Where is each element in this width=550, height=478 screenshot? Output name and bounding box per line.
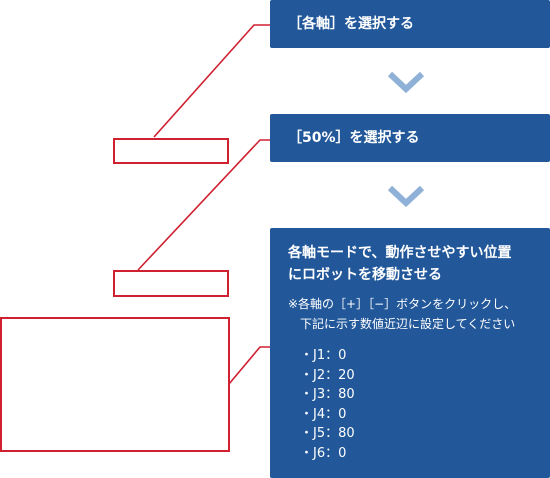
connector-line-3 <box>228 346 270 385</box>
joint-values-list: ・J1：0 ・J2：20 ・J3：80 ・J4：0 ・J5：80 ・J6：0 <box>300 346 550 463</box>
joint-value-j4: ・J4：0 <box>300 406 347 422</box>
joint-value-j5: ・J5：80 <box>300 426 355 441</box>
step-3-note-line-1: ※各軸の［+］［−］ボタンをクリックし、 <box>288 297 517 311</box>
step-2-label: ［50%］を選択する <box>288 130 420 146</box>
step-3-title-line-2: にロボットを移動させる <box>288 267 442 283</box>
callout-box-1 <box>113 138 229 164</box>
joint-value-j1: ・J1：0 <box>300 348 347 363</box>
step-3-note: ※各軸の［+］［−］ボタンをクリックし、 下記に示す数値近辺に設定してください <box>288 294 550 334</box>
step-3-note-line-2: 下記に示す数値近辺に設定してください <box>300 317 516 331</box>
joint-value-j6: ・J6：0 <box>300 445 347 461</box>
joint-value-j2: ・J2：20 <box>300 367 355 383</box>
connector-line-2 <box>137 139 270 271</box>
step-2-box: ［50%］を選択する <box>270 114 550 162</box>
step-3-title: 各軸モードで、動作させやすい位置 にロボットを移動させる <box>288 242 550 286</box>
callout-box-2 <box>113 270 229 297</box>
chevron-down-icon <box>387 185 425 208</box>
step-1-box: ［各軸］を選択する <box>270 0 550 48</box>
connector-line-1 <box>153 24 270 138</box>
step-1-label: ［各軸］を選択する <box>288 16 414 32</box>
chevron-down-icon <box>387 71 425 94</box>
joint-value-j3: ・J3：80 <box>300 387 355 402</box>
step-3-title-line-1: 各軸モードで、動作させやすい位置 <box>288 245 512 261</box>
step-3-box: 各軸モードで、動作させやすい位置 にロボットを移動させる ※各軸の［+］［−］ボ… <box>270 228 550 478</box>
callout-box-3 <box>0 317 230 452</box>
